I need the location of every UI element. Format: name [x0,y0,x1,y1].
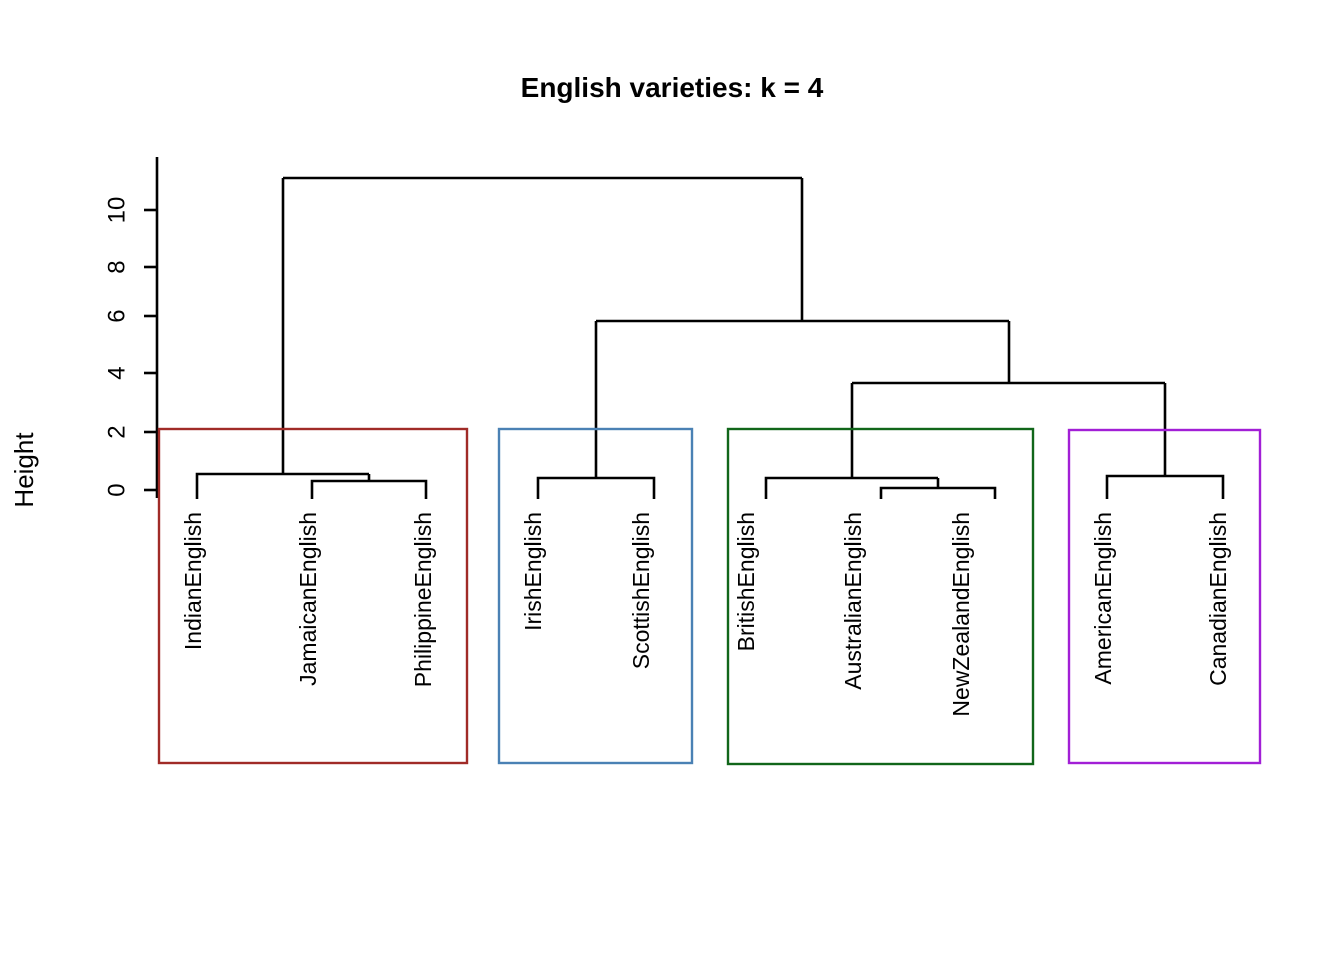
page-title: English varieties: k = 4 [521,72,824,103]
cluster-box-1[interactable] [157,427,469,765]
tick-label-2: 2 [103,425,130,438]
tick-label-8: 8 [103,260,130,273]
leaf-label-canadianenglish: CanadianEnglish [1205,512,1231,686]
leaf-label-jamaicanenglish: JamaicanEnglish [295,512,321,686]
leaf-label-scottishenglish: ScottishEnglish [628,512,654,669]
y-axis: 0 2 4 6 8 10 [103,157,159,498]
cluster-box-2[interactable] [497,427,694,765]
leaf-labels: IndianEnglish JamaicanEnglish Philippine… [180,512,1231,717]
tick-label-6: 6 [103,309,130,322]
leaf-label-indianenglish: IndianEnglish [180,512,206,650]
branch-indian-to-m2 [195,472,369,499]
leaf-label-philippineenglish: PhilippineEnglish [410,512,436,687]
cluster-box-3[interactable] [726,427,1035,766]
leaf-label-irishenglish: IrishEnglish [520,512,546,631]
tick-label-10: 10 [103,197,130,224]
tick-label-0: 0 [103,483,130,496]
y-axis-title: Height [9,432,39,508]
cluster-boxes [157,427,1262,766]
leaf-label-australianenglish: AustralianEnglish [840,512,866,690]
leaf-label-britishenglish: BritishEnglish [733,512,759,651]
leaf-label-americanenglish: AmericanEnglish [1090,512,1116,685]
leaf-label-newzealandenglish: NewZealandEnglish [948,512,974,717]
y-axis-ticks [144,208,157,492]
tick-label-4: 4 [103,366,130,379]
dendrogram-tree [195,176,1225,499]
y-axis-tick-labels: 0 2 4 6 8 10 [103,197,130,497]
cluster-box-4[interactable] [1067,428,1262,765]
branch-british-to-m5 [764,476,938,499]
